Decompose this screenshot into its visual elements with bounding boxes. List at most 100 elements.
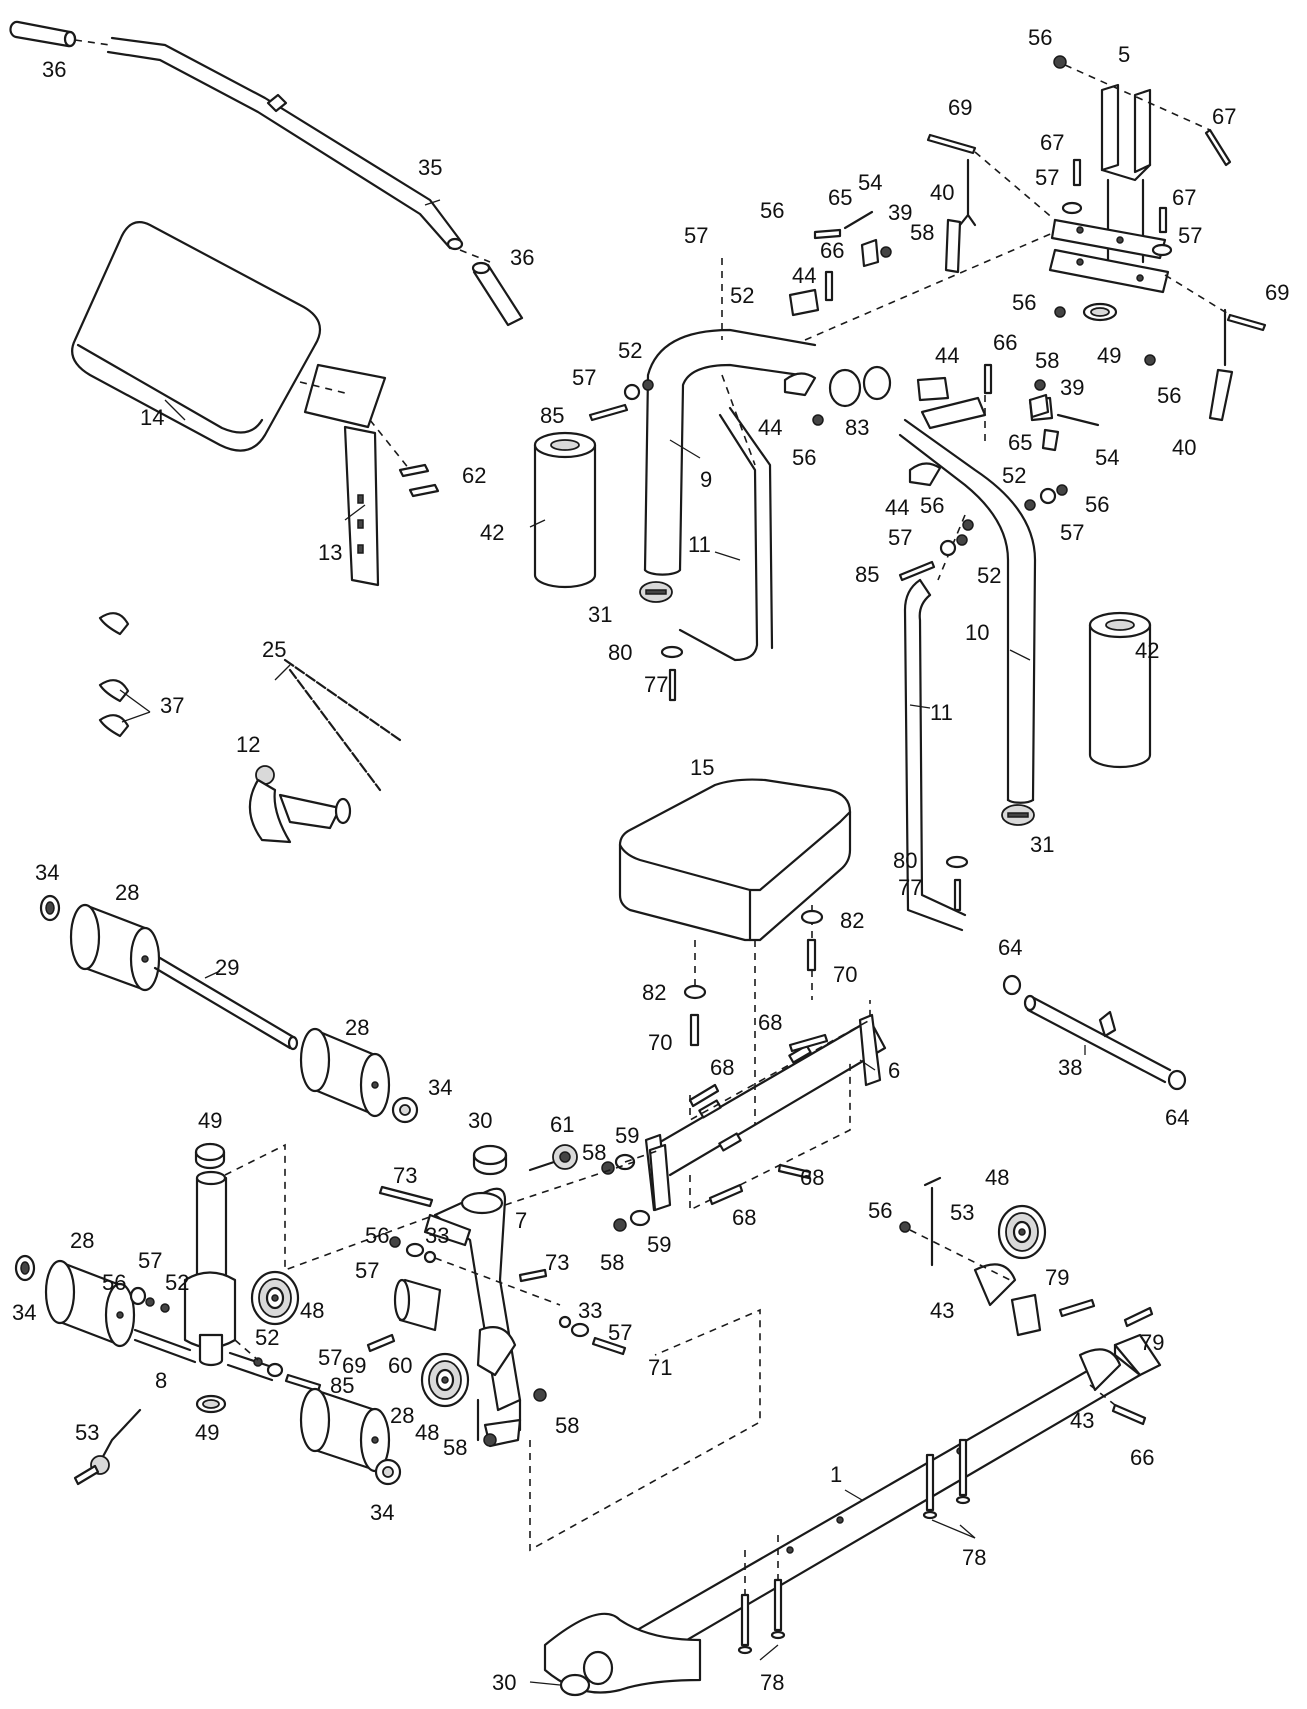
label-8: 8 (155, 1368, 167, 1393)
label-40: 40 (1172, 435, 1196, 460)
bolt-68-d (708, 1183, 744, 1206)
label-34: 34 (428, 1075, 452, 1100)
base-frame-1 (543, 1333, 1162, 1694)
label-67: 67 (1172, 185, 1196, 210)
bolt-73-b (518, 1268, 548, 1283)
label-79: 79 (1140, 1330, 1164, 1355)
back-pad-14 (71, 221, 322, 452)
label-57: 57 (608, 1320, 632, 1345)
chain-25 (283, 658, 402, 792)
label-52: 52 (255, 1325, 279, 1350)
washer-57-d (1151, 243, 1173, 257)
label-43: 43 (930, 1298, 954, 1323)
label-56: 56 (1157, 383, 1181, 408)
label-52: 52 (165, 1270, 189, 1295)
pin-40-left (944, 158, 977, 274)
leader-33-axis (434, 1257, 561, 1306)
label-39: 39 (1060, 375, 1084, 400)
leader-56j (909, 1229, 1011, 1281)
label-68: 68 (758, 1010, 782, 1035)
label-66: 66 (1130, 1445, 1154, 1470)
bar-29 (153, 956, 299, 1051)
bolts-67 (1072, 128, 1232, 234)
label-35: 35 (418, 155, 442, 180)
label-58: 58 (443, 1435, 467, 1460)
label-78: 78 (962, 1545, 986, 1570)
label-49: 49 (198, 1108, 222, 1133)
leader-69-right (1164, 274, 1231, 316)
pin-73-top (378, 1185, 434, 1208)
roller-28-c (44, 1259, 136, 1348)
label-57: 57 (355, 1258, 379, 1283)
label-68: 68 (710, 1055, 734, 1080)
label-10: 10 (965, 620, 989, 645)
arm-10 (898, 418, 1037, 804)
label-6: 6 (888, 1058, 900, 1083)
label-44: 44 (758, 415, 782, 440)
bolt-70-left (689, 1013, 700, 1047)
washer-57-right (1024, 484, 1068, 511)
label-73: 73 (393, 1163, 417, 1188)
label-28: 28 (345, 1015, 369, 1040)
clips-37 (98, 612, 130, 738)
label-73: 73 (545, 1250, 569, 1275)
cap-49-top (194, 1142, 226, 1170)
pulley-48-b (420, 1352, 470, 1408)
label-85: 85 (855, 562, 879, 587)
label-59: 59 (647, 1232, 671, 1257)
cap-30-top (472, 1144, 508, 1176)
label-66: 66 (820, 238, 844, 263)
leader-5-top (1064, 64, 1211, 131)
bar-38 (1023, 994, 1172, 1084)
label-39: 39 (888, 200, 912, 225)
knob-61 (528, 1144, 578, 1172)
label-11: 11 (688, 532, 711, 557)
label-70: 70 (648, 1030, 672, 1055)
label-44: 44 (935, 343, 959, 368)
nut-56-top (1053, 55, 1067, 69)
cap-34-b (391, 1096, 419, 1124)
label-11: 11 (930, 700, 953, 725)
label-66: 66 (993, 330, 1017, 355)
nut-58-f (533, 1388, 547, 1402)
label-38: 38 (1058, 1055, 1082, 1080)
label-57: 57 (138, 1248, 162, 1273)
bolts-52-57-85-c (253, 1357, 322, 1393)
pin-53-left (73, 1408, 142, 1486)
bolt-69-c (366, 1333, 396, 1353)
cap-34-c (14, 1254, 36, 1282)
leader-7-to-6 (504, 1159, 641, 1206)
leader-6-box (689, 1000, 871, 1122)
arm-9 (643, 328, 817, 576)
leader-7-to-1 (529, 1308, 761, 1552)
label-25: 25 (262, 637, 286, 662)
label-28: 28 (70, 1228, 94, 1253)
label-58: 58 (600, 1250, 624, 1275)
label-71: 71 (648, 1355, 672, 1380)
bolt-85-right (898, 560, 936, 582)
label-69: 69 (948, 95, 972, 120)
bracket-44-a (788, 288, 820, 317)
pulley-48-c (997, 1204, 1047, 1260)
label-53: 53 (950, 1200, 974, 1225)
label-80: 80 (608, 640, 632, 665)
post-8 (183, 1170, 237, 1367)
bolt-66-c (1111, 1403, 1147, 1426)
label-43: 43 (1070, 1408, 1094, 1433)
leader-36-right (459, 249, 491, 263)
label-83: 83 (845, 415, 869, 440)
label-49: 49 (1097, 343, 1121, 368)
label-34: 34 (370, 1500, 394, 1525)
label-34: 34 (35, 860, 59, 885)
label-56: 56 (868, 1198, 892, 1223)
label-57: 57 (1178, 223, 1202, 248)
bracket-44-c (916, 376, 950, 402)
bolt-68-a (788, 1033, 829, 1053)
bolt-79-a (1058, 1298, 1096, 1318)
label-78: 78 (760, 1670, 784, 1695)
label-68: 68 (732, 1205, 756, 1230)
pin-53-right (923, 1176, 942, 1267)
bolt-66-a (824, 270, 834, 302)
bolts-78-left (737, 1578, 786, 1655)
